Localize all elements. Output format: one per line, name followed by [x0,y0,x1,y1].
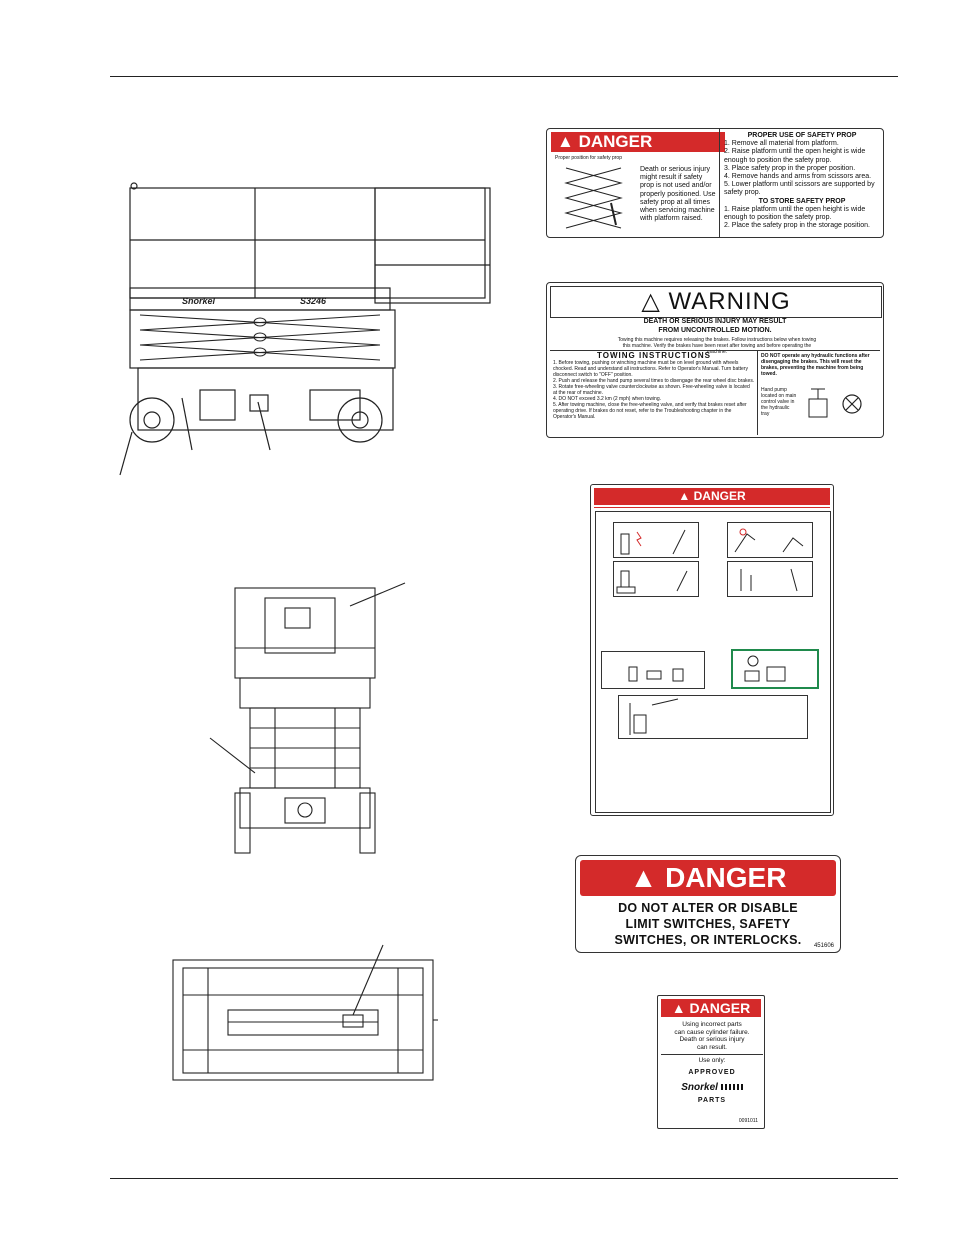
towing-step: 3. Rotate free-wheeling valve counterclo… [553,384,750,396]
battery-hazard-icon [601,651,705,689]
warning-triangle-icon: △ [641,288,661,315]
machine-model-label: S3246 [300,296,327,306]
towing-step: 1. Before towing, pushing or winching ma… [553,360,748,378]
store-step: 1. Raise platform until the open height … [724,205,866,222]
store-title: TO STORE SAFETY PROP [758,197,846,205]
machine-side-view: Snorkel S3246 [119,182,491,476]
parts-brand: Snorkel [661,1082,763,1093]
interlock-line: SWITCHES, OR INTERLOCKS. [614,933,802,947]
warning-triangle-icon: ▲ [629,862,658,893]
proper-use-step: 4. Remove hands and arms from scissors a… [724,173,872,181]
overhead-lines-icon [618,695,808,739]
warning-line-1: DEATH OR SERIOUS INJURY MAY RESULT [643,318,787,325]
side-instruction: DO NOT operate any hydraulic functions a… [761,353,870,377]
danger-banner: ▲ DANGER [580,860,836,896]
towing-step: 2. Push and release the hand pump severa… [553,378,755,384]
hand-pump-icon [808,388,828,418]
warning-line-2: FROM UNCONTROLLED MOTION. [658,327,772,334]
crush-hazard-icon [613,561,699,597]
approved-ring-top: APPROVED [688,1069,736,1076]
pictogram-danger-decal: ▲ DANGER [590,484,834,816]
parts-warning-line: can result. [697,1043,727,1051]
warning-triangle-icon: ▲ [671,1000,686,1016]
proper-use-step: 1. Remove all material from platform. [724,140,839,148]
danger-banner: ▲ DANGER [551,132,725,152]
proper-use-step: 5. Lower platform until scissors are sup… [724,181,875,197]
interlock-line: LIMIT SWITCHES, SAFETY [625,917,791,931]
pump-label: Hand pump located on main control valve … [761,387,797,417]
towing-title: TOWING INSTRUCTIONS [597,351,711,360]
interlock-line: DO NOT ALTER OR DISABLE [618,901,798,915]
warning-header: △ WARNING [550,286,882,318]
tipover-hazard-icon [727,522,813,558]
part-number: 451606 [813,943,834,949]
machine-end-view [209,582,406,854]
approved-ring-bottom: PARTS [697,1097,727,1104]
brand-stripes-icon [720,1084,743,1091]
store-step: 2. Place the safety prop in the storage … [724,222,870,230]
warning-triangle-icon: ▲ [678,489,691,503]
towing-warning-decal: △ WARNING DEATH OR SERIOUS INJURY MAY RE… [546,282,884,438]
fall-hazard-icon [727,561,813,597]
approved-practice-icon [731,649,819,689]
part-number: 0091011 [738,1118,758,1124]
footer-rule [110,1178,898,1179]
prop-warning-body: Death or serious injury might result if … [640,166,716,223]
warning-triangle-icon: ▲ [557,132,574,151]
no-hydraulics-icon [842,394,862,414]
electrocution-hazard-icon [613,522,699,558]
header-rule [110,76,898,77]
danger-banner: ▲ DANGER [661,999,761,1017]
scissor-prop-icon [564,167,623,229]
proper-use-step: 2. Raise platform until the open height … [724,148,866,164]
danger-banner: ▲ DANGER [594,488,830,505]
parts-warning-line: Using incorrect parts [682,1021,742,1028]
proper-use-step: 3. Place safety prop in the proper posit… [724,164,856,172]
approved-parts-decal: ▲ DANGER Using incorrect parts can cause… [657,995,765,1129]
use-only-label: Use only: [698,1057,726,1064]
machine-brand-label: Snorkel [182,296,216,306]
parts-warning-line: Death or serious injury [679,1036,745,1043]
prop-caption: Proper position for safety prop [555,155,622,161]
towing-step: 5. After towing machine, close the free-… [553,402,747,420]
parts-warning-line: can cause cylinder failure. [674,1028,750,1036]
safety-prop-decal: ▲ DANGER Proper position for safety prop… [546,128,884,238]
proper-use-title: PROPER USE OF SAFETY PROP [747,132,857,139]
machine-plan-view [172,944,438,1081]
interlock-danger-decal: ▲ DANGER DO NOT ALTER OR DISABLE LIMIT S… [575,855,841,953]
towing-step: 4. DO NOT exceed 3.2 km (2 mph) when tow… [553,396,662,402]
warning-intro: Towing this machine requires releasing t… [617,337,817,355]
